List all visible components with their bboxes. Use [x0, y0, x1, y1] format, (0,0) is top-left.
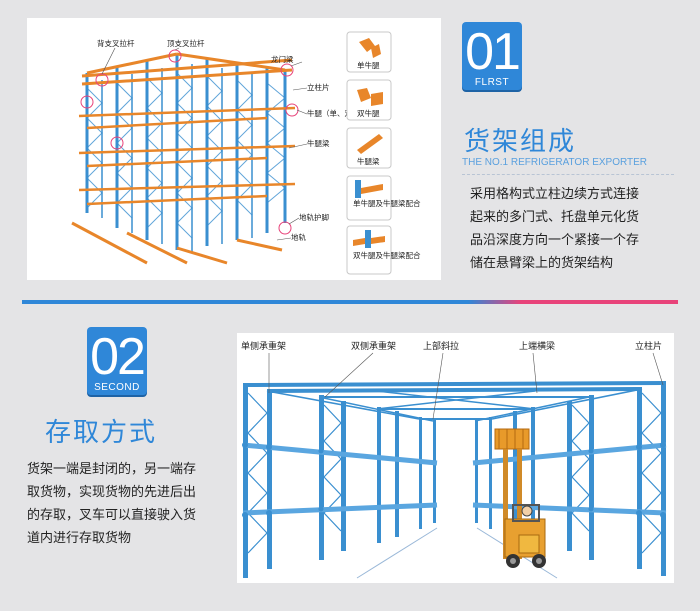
badge-number: 02: [90, 328, 146, 386]
description-line: 采用格构式立柱边续方式连接: [470, 187, 640, 202]
label-bracket-beam: 牛腿梁: [307, 138, 330, 148]
component-bracket-beam: 牛腿梁: [346, 127, 392, 169]
label-top-brace: 上部斜拉: [423, 340, 459, 352]
description-line: 的存取，叉车可以直接驶入货: [27, 508, 197, 523]
section-description: 货架一端是封闭的，另一端存 取货物，实现货物的先进后出 的存取，叉车可以直接驶入…: [27, 458, 227, 550]
description-line: 品沿深度方向一个紧接一个存: [470, 233, 640, 248]
forklift-illustration: [494, 428, 546, 568]
section-description: 采用格构式立柱边续方式连接 起来的多门式、托盘单元化货 品沿深度方向一个紧接一个…: [470, 183, 675, 275]
badge-subtitle: FLRST: [474, 77, 510, 88]
label-bracket: 牛腿（单、双）: [307, 108, 360, 118]
dashed-divider: [462, 174, 674, 175]
drive-in-rack-perspective: [242, 381, 667, 579]
section-divider: [22, 300, 678, 304]
rack-structure-panel: 背支叉拉杆 顶支叉拉杆 龙门梁 立柱片 牛腿（单、双） 牛腿梁 地轨护脚 地轨 …: [27, 18, 441, 280]
label-upright: 立柱片: [307, 82, 330, 92]
component-double-bracket: 双牛腿: [346, 79, 392, 121]
component-double-bracket-beam-fit: 双牛腿及牛腿梁配合: [346, 225, 421, 275]
section-title: 存取方式: [45, 418, 158, 448]
drive-in-rack-panel: 单侧承重架 双侧承重架 上部斜拉 上端横梁 立柱片: [237, 333, 674, 583]
label-top-beam: 上端横梁: [519, 340, 555, 352]
description-line: 道内进行存取货物: [27, 531, 132, 546]
section-badge-01: 01 FLRST: [462, 22, 522, 90]
component-label: 单牛腿: [357, 60, 380, 70]
badge-number: 01: [465, 23, 521, 81]
label-upright: 立柱片: [635, 340, 662, 352]
section-title: 货架组成: [464, 127, 577, 157]
drive-in-rack-diagram: 单侧承重架 双侧承重架 上部斜拉 上端横梁 立柱片: [241, 340, 667, 579]
label-double-rail: 双侧承重架: [351, 340, 396, 352]
label-single-rail: 单侧承重架: [241, 340, 286, 352]
description-line: 储在悬臂梁上的货架结构: [470, 256, 614, 271]
component-label: 单牛腿及牛腿梁配合: [353, 198, 421, 208]
label-ground-rail-guard: 地轨护脚: [299, 212, 329, 222]
component-label: 牛腿梁: [357, 156, 380, 166]
label-gantry-beam: 龙门梁: [271, 54, 294, 64]
component-label: 双牛腿: [357, 108, 380, 118]
component-label: 双牛腿及牛腿梁配合: [353, 250, 421, 260]
label-ground-rail: 地轨: [291, 232, 306, 242]
section-badge-02: 02 SECOND: [87, 327, 147, 395]
component-single-bracket-beam-fit: 单牛腿及牛腿梁配合: [346, 175, 421, 221]
description-line: 取货物，实现货物的先进后出: [27, 485, 197, 500]
rack-structure-diagram: 背支叉拉杆 顶支叉拉杆 龙门梁 立柱片 牛腿（单、双） 牛腿梁 地轨护脚 地轨 …: [71, 31, 421, 275]
component-single-bracket: 单牛腿: [346, 31, 392, 73]
description-line: 货架一端是封闭的，另一端存: [27, 462, 197, 477]
label-top-brace: 顶支叉拉杆: [167, 38, 205, 48]
rack-isometric: [71, 47, 308, 265]
description-line: 起来的多门式、托盘单元化货: [470, 210, 640, 225]
badge-subtitle: SECOND: [94, 382, 140, 393]
label-back-brace: 背支叉拉杆: [97, 38, 135, 48]
section-subtitle: THE NO.1 REFRIGERATOR EXPORTER: [462, 157, 648, 168]
